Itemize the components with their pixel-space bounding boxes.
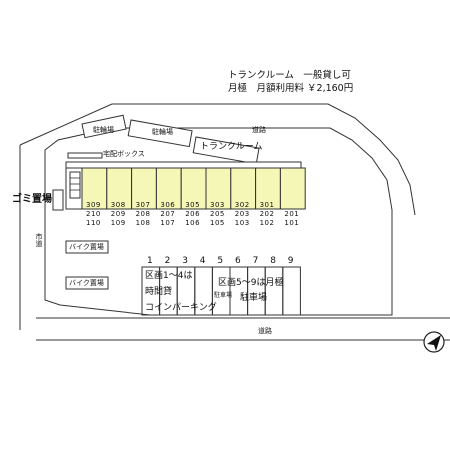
room-number: 309 [86,201,101,209]
road-top-edge [19,103,416,216]
header-line-1: トランクルーム 一般貸し可 [228,70,351,81]
room-number: 305 [185,201,201,209]
parking-lot-8 [264,266,284,316]
parking-number: 9 [287,256,294,266]
road-top-label: 道路 [252,126,266,134]
delivery-box-label: 宅配ボックス [103,150,145,158]
room-number: 303 [210,201,225,209]
room-number: 105 [210,219,225,227]
bike-parking-1-label: バイク置場 [69,243,104,251]
stair-icon [69,171,81,199]
header-line-2: 月極 月額利用料 ￥2,160円 [228,83,354,94]
apartment-units [81,167,306,210]
unit-column-2 [131,167,157,210]
room-number: 306 [160,201,176,209]
bike-parking-2-label: バイク置場 [69,279,104,287]
parking-number: 1 [147,256,153,266]
room-number: 103 [234,219,250,227]
room-number: 207 [160,210,176,218]
parking-lot-7 [247,266,266,316]
road-bottom-label: 道路 [258,327,272,335]
hourly-note-c: コインパーキング [145,303,217,313]
parking-lots [141,266,301,316]
north-arrow-icon [423,331,445,353]
room-number: 101 [284,219,300,227]
room-number: 107 [160,219,176,227]
room-number: 106 [185,219,201,227]
road-left-label: 市道 [35,233,43,247]
room-number: 301 [259,201,275,209]
room-number: 102 [259,219,275,227]
room-number: 302 [234,201,250,209]
bicycle-parking-2-label: 駐輪場 [152,128,173,136]
parking-number: 5 [217,256,224,266]
delivery-box-rect [67,152,103,159]
parking-number: 6 [235,256,241,266]
room-number: 206 [185,210,201,218]
unit-column-3 [155,167,182,210]
hourly-note-a: 区画1～4は [145,271,193,281]
room-number: 208 [135,210,151,218]
hourly-note-b: 時間貸 [145,287,173,297]
parking-number: 3 [182,256,188,266]
parking-small-label: 駐車場 [214,292,233,299]
room-number: 110 [86,219,101,227]
parking-number: 2 [164,256,171,266]
room-number: 201 [284,210,300,218]
garbage-label: ゴミ置場 [12,194,52,205]
monthly-note-b: 駐車場 [240,293,268,303]
parking-number: 8 [270,256,276,266]
room-number: 209 [110,210,126,218]
room-number: 202 [259,210,275,218]
room-number: 205 [210,210,225,218]
room-number: 210 [86,210,101,218]
room-number: 109 [110,219,126,227]
bicycle-parking-2 [127,119,193,148]
room-number: 108 [135,219,151,227]
building-corridor [65,161,302,169]
unit-column-1 [106,167,133,210]
parking-lot-6 [229,266,249,316]
unit-column-0 [81,167,108,210]
garbage-box [52,189,64,211]
monthly-note-a: 区画5～9は月極 [218,278,284,288]
room-number: 307 [135,201,151,209]
unit-column-5 [205,167,232,210]
parking-number: 7 [252,256,259,266]
bike-parking-1 [65,240,109,254]
room-number: 203 [234,210,250,218]
unit-column-7 [255,167,281,210]
parking-number: 4 [199,256,206,266]
bicycle-parking-1-label: 駐輪場 [93,126,114,134]
parking-lot-9 [282,266,301,316]
unit-column-8 [279,167,306,210]
unit-column-4 [180,167,207,210]
room-number: 308 [110,201,126,209]
trunk-room-label: トランクルーム [200,142,263,152]
bicycle-parking-1 [81,114,127,139]
bike-parking-2 [65,276,109,290]
trunk-room-box [192,136,260,165]
